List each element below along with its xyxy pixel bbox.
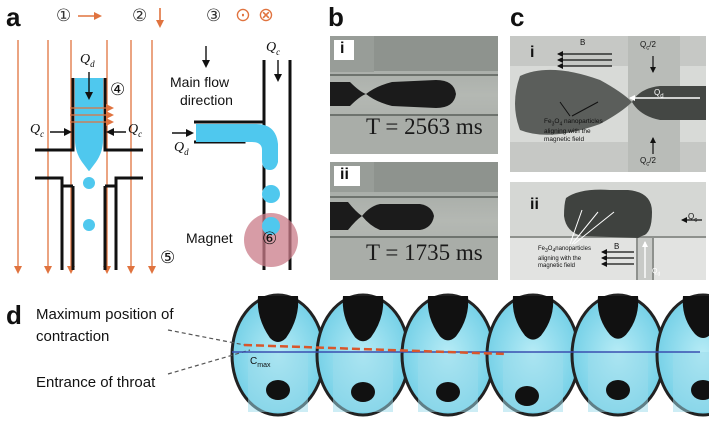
legend-2: ② — [132, 6, 148, 25]
photo-b-i — [330, 36, 498, 154]
c-ii-b-label: B — [614, 242, 620, 251]
frames-group — [230, 293, 709, 417]
upper-droplet — [342, 296, 384, 342]
time-b-ii: T = 1735 ms — [366, 240, 483, 265]
qd-side-label: Qd — [174, 140, 189, 157]
time-b-i: T = 2563 ms — [366, 114, 483, 139]
qc-left-label: Qc — [30, 122, 45, 139]
qc-channel-label: Qc — [266, 40, 281, 57]
lower-droplet — [691, 380, 709, 400]
oval-frame — [400, 293, 496, 417]
c-i-qc-bottom: Qc/2 — [640, 156, 656, 168]
oval-frame — [485, 293, 581, 417]
droplet — [83, 219, 95, 231]
label-b-i-box — [334, 40, 354, 60]
t-junction-dispersed-phase — [196, 124, 278, 170]
c-i-qc-top: Qc/2 — [640, 40, 656, 52]
oval-frame — [230, 293, 326, 417]
entrance-throat-label: Entrance of throat — [36, 374, 156, 391]
dispersed-phase — [75, 78, 103, 171]
panel-a: a ① ② ③ ⊙ ⊗ — [0, 0, 320, 285]
lower-droplet — [351, 382, 375, 402]
droplet — [262, 217, 280, 235]
oval-frame — [655, 293, 709, 417]
label-b-ii-box — [334, 166, 360, 186]
magnet-label: Magnet — [186, 230, 233, 246]
c-i-qd: Qd — [654, 88, 664, 100]
panel-c: c i B Qc/2 Qd Qc/2 Fe3O4 nanoparticles a… — [500, 0, 709, 285]
upper-droplet — [597, 296, 639, 339]
lower-droplet — [606, 380, 630, 400]
oval-frame — [570, 293, 666, 417]
upper-droplet — [512, 296, 554, 340]
droplet — [83, 177, 95, 189]
label-b-ii: ii — [340, 166, 349, 183]
c-i-b-label: B — [580, 38, 586, 47]
c-ii-qc: Qc — [688, 212, 698, 224]
max-contraction-label-1: Maximum position of — [36, 306, 174, 323]
c-ii-nano-text: Fe3O4nanoparticles aligning with the mag… — [538, 246, 591, 270]
photo-c-i-content — [510, 36, 706, 172]
droplet — [262, 185, 280, 203]
nano-pointer — [571, 211, 599, 245]
nano-pointer — [559, 101, 571, 117]
label-4: ④ — [110, 80, 126, 99]
magnet — [244, 213, 298, 267]
upper-droplet — [257, 296, 299, 342]
panel-b: b i T = 2563 ms ii T = 1735 ms — [320, 0, 500, 285]
field-lines — [14, 40, 156, 274]
nano-pointer — [573, 211, 615, 245]
label-c-i: i — [530, 44, 535, 61]
photo-b-i-content — [330, 36, 498, 154]
main-flow-label-2: direction — [180, 92, 233, 108]
nano-pointer — [569, 209, 583, 245]
label-b-i: i — [340, 40, 345, 57]
cmax-label: Cmax — [250, 356, 271, 369]
photo-c-i-annotations — [557, 51, 700, 154]
c-ii-qd: Qd — [652, 268, 661, 278]
label-6: ⑥ — [262, 229, 278, 248]
oval-frame — [315, 293, 411, 417]
panel-b-letter: b — [328, 2, 344, 32]
panel-d-frames — [167, 293, 709, 417]
label-5: ⑤ — [160, 248, 176, 267]
legend-3: ③ — [206, 6, 222, 25]
legend-1: ① — [56, 6, 72, 25]
panel-d-letter: d — [6, 300, 22, 330]
legend-out-of-plane-icon: ⊙ — [235, 5, 251, 26]
upper-droplet — [427, 296, 469, 341]
channel-walls — [35, 78, 143, 270]
field-arrows-inner — [70, 104, 114, 126]
lower-droplet — [515, 386, 539, 406]
photo-c-ii-annotations — [569, 209, 702, 278]
qc-right-label: Qc — [128, 122, 143, 139]
legend-into-plane-icon: ⊗ — [258, 5, 274, 26]
max-contraction-label-2: contraction — [36, 328, 110, 345]
c-i-nano-text: Fe3O4 nanoparticles aligning with the ma… — [544, 118, 603, 144]
nano-pointer — [571, 101, 599, 117]
panel-d: d Maximum position of contraction Entran… — [0, 288, 709, 426]
upper-droplet — [682, 296, 709, 338]
panel-a-drawing — [14, 8, 298, 274]
panel-c-letter: c — [510, 2, 525, 32]
qd-top-label: Qd — [80, 52, 95, 69]
panel-a-letter: a — [6, 2, 21, 32]
contraction-trend-line — [243, 343, 507, 356]
entrance-throat-pointer — [167, 349, 251, 375]
photo-c-i — [510, 36, 706, 172]
lower-droplet — [436, 382, 460, 402]
main-flow-label-1: Main flow — [170, 74, 230, 90]
label-c-ii: ii — [530, 196, 539, 213]
lower-droplet — [266, 380, 290, 400]
